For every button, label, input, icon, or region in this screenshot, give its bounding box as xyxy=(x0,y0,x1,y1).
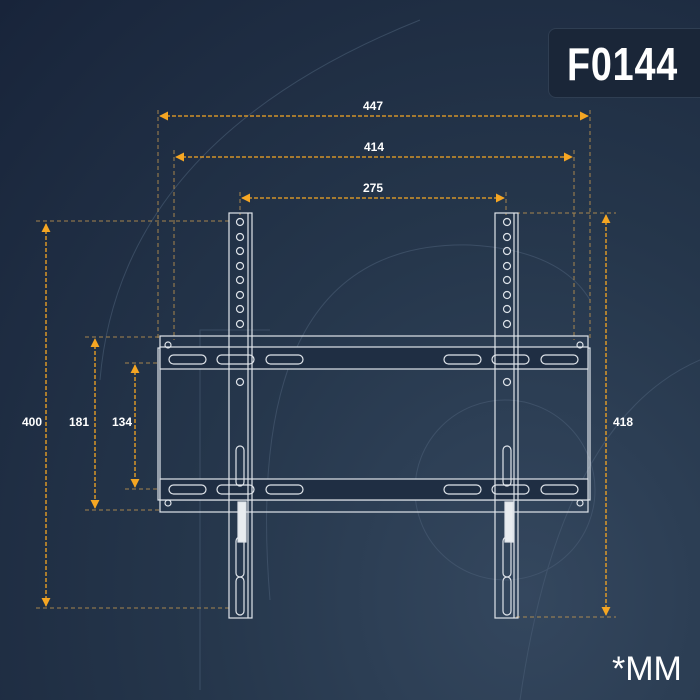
frame-outer xyxy=(159,335,589,513)
dim-275-label: 275 xyxy=(363,181,383,195)
top-rail xyxy=(159,346,589,370)
right-upright xyxy=(494,212,519,619)
left-upright xyxy=(228,212,253,619)
tv-mount-drawing xyxy=(157,212,591,619)
dim-181-label: 181 xyxy=(69,415,89,429)
dimension-arrows xyxy=(41,111,611,616)
dim-400-label: 400 xyxy=(22,415,42,429)
dim-414-label: 414 xyxy=(364,140,384,154)
locking-bolts xyxy=(237,501,514,543)
unit-label: *MM xyxy=(612,650,682,688)
bottom-rail xyxy=(159,478,589,501)
extension-lines xyxy=(36,110,616,618)
dim-134-label: 134 xyxy=(112,415,132,429)
upright-holes xyxy=(235,217,512,616)
rail-slots xyxy=(168,354,579,495)
frame-back xyxy=(157,347,591,501)
dim-418-label: 418 xyxy=(613,415,633,429)
model-badge: F0144 xyxy=(548,28,700,98)
dim-447-label: 447 xyxy=(363,99,383,113)
model-number: F0144 xyxy=(567,38,679,90)
